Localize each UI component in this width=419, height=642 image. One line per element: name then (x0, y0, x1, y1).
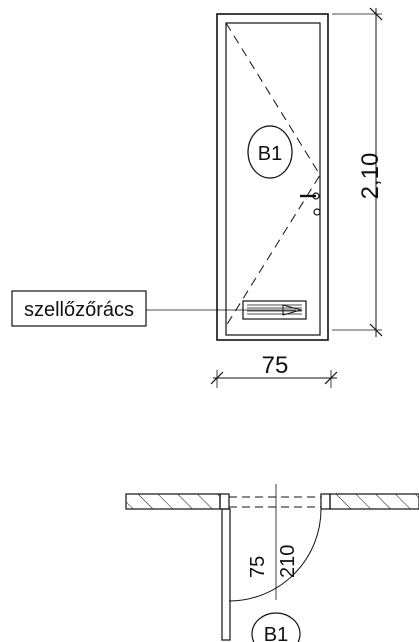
door-elevation: B1 2,10 75 szellőzőrács (11, 7, 384, 388)
door-tag-label: B1 (258, 143, 282, 165)
width-dimension: 75 (210, 352, 338, 388)
door-plan: 75 210 B1 (125, 484, 419, 642)
wall-left (125, 493, 221, 510)
jamb-left (219, 493, 230, 510)
door-tag-circle (247, 125, 293, 179)
callout-label: szellőzőrács (24, 299, 134, 321)
height-dimension-label: 2,10 (357, 153, 384, 200)
keyhole-icon (313, 208, 321, 216)
height-dimension: 2,10 (332, 7, 384, 337)
door-handle-icon (300, 192, 321, 216)
door-swing-arc (228, 508, 322, 602)
wall-right (329, 493, 419, 510)
width-dimension-label: 75 (262, 352, 289, 379)
door-frame-outer (216, 13, 329, 341)
plan-tag-label: B1 (264, 624, 288, 642)
plan-tag-circle (251, 612, 301, 642)
plan-width-label: 75 (247, 556, 269, 578)
plan-height-label: 210 (277, 545, 299, 578)
jamb-right (320, 493, 331, 510)
door-leaf (225, 22, 321, 336)
callout-box (11, 290, 147, 327)
opening-direction-lines (225, 22, 321, 327)
door-leaf-open (221, 508, 231, 641)
callout-ventilation: szellőzőrács (11, 290, 296, 327)
